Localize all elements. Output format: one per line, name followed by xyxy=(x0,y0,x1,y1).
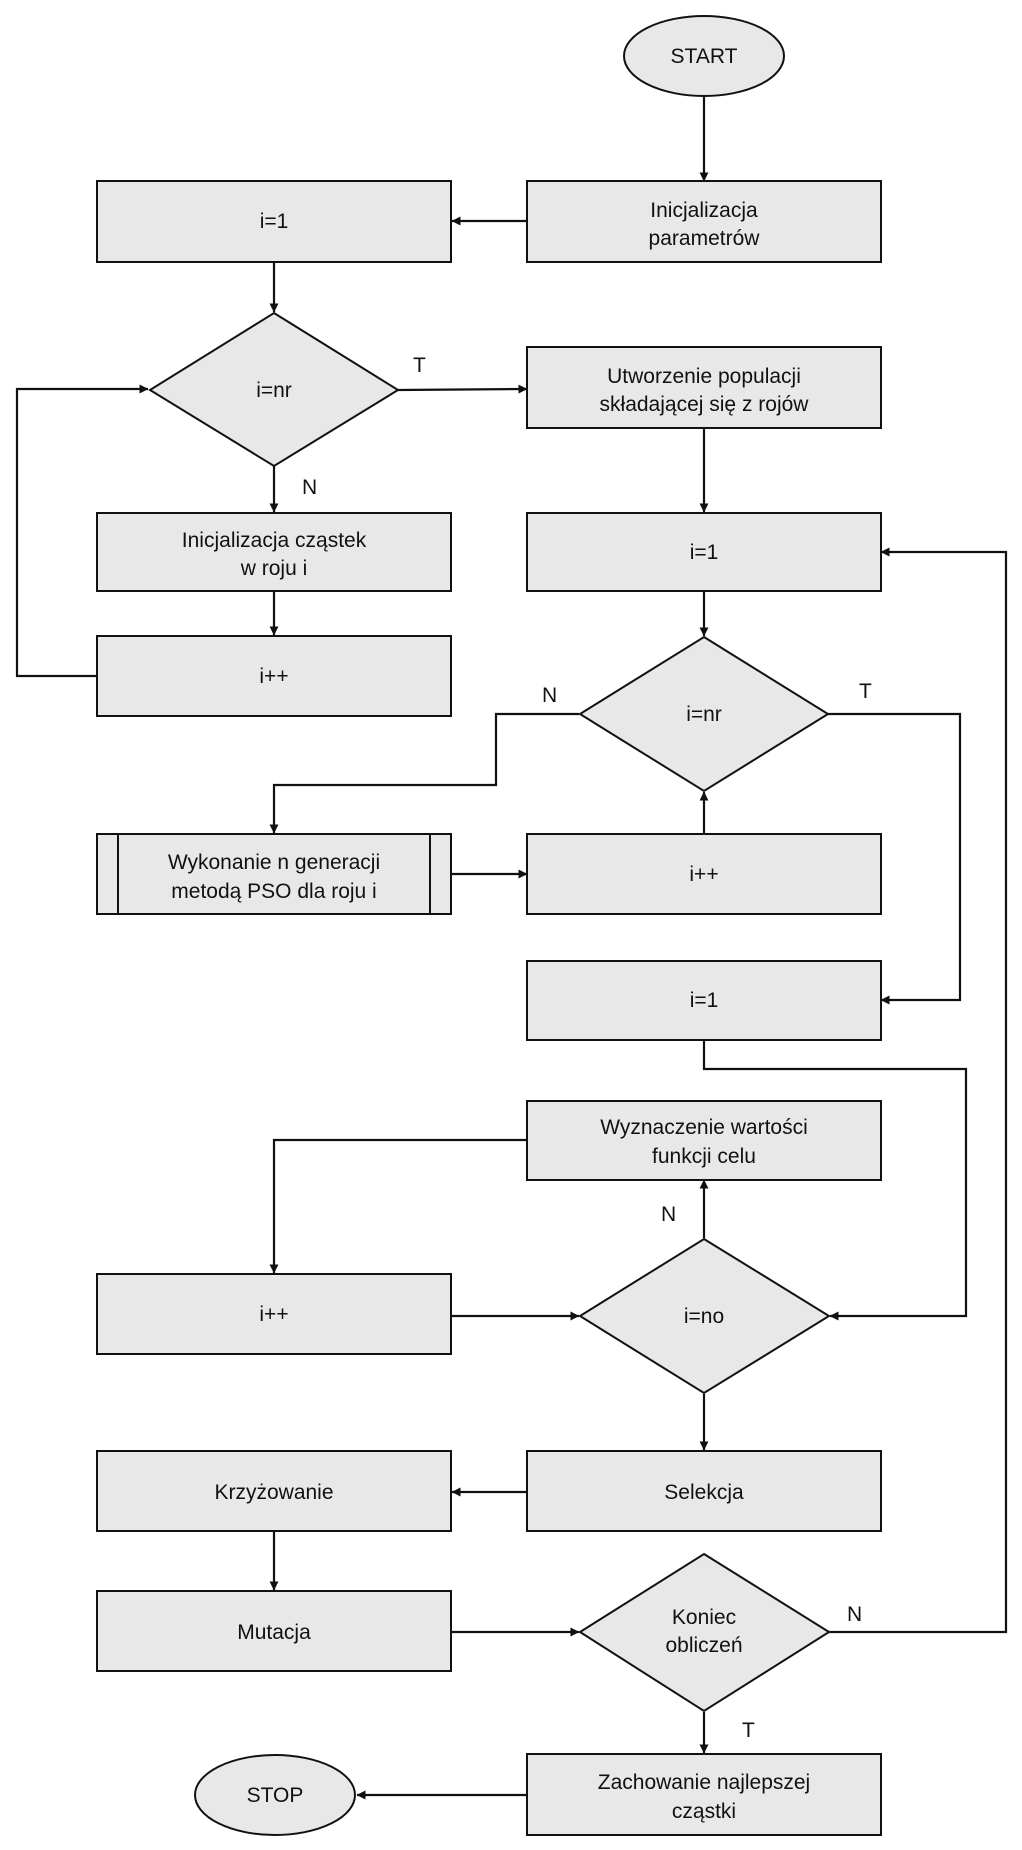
cond-no-diamond xyxy=(578,1237,831,1395)
edge-labels: T N N T N N T xyxy=(302,354,872,1742)
end-calc-label-line1: Koniec xyxy=(672,1606,736,1629)
incr-c-box xyxy=(96,1273,452,1355)
objective-label-line1: Wyznaczenie wartości xyxy=(600,1116,808,1139)
keep-best-label-line2: cząstki xyxy=(672,1800,736,1823)
init-particles-label-line1: Inicjalizacja cząstek xyxy=(182,529,367,552)
i1-c-box xyxy=(526,960,882,1041)
i1-b-box xyxy=(526,512,882,592)
pso-generations-label-line2: metodą PSO dla roju i xyxy=(171,880,376,903)
init-particles-box xyxy=(96,512,452,592)
edge-i1-c-to-cond-no xyxy=(702,1040,968,1321)
incr-a-label: i++ xyxy=(259,665,288,688)
keep-best-box xyxy=(526,1753,882,1836)
cond-no-label: i=no xyxy=(684,1305,724,1328)
edge-cond-nr-b-true xyxy=(828,712,962,1005)
edge-cond-nr-b-false xyxy=(269,712,579,834)
crossover-box xyxy=(96,1450,452,1532)
create-population-label-line1: Utworzenie populacji xyxy=(607,365,801,388)
cond-nr-b-label: i=nr xyxy=(686,703,722,726)
crossover-label: Krzyżowanie xyxy=(214,1481,333,1504)
incr-a-box xyxy=(96,635,452,717)
edge-label-nr-b-true: T xyxy=(859,680,872,703)
i1-c-label: i=1 xyxy=(690,989,719,1012)
selection-box xyxy=(526,1450,882,1532)
cond-nr-a-diamond xyxy=(148,311,400,468)
selection-label: Selekcja xyxy=(664,1481,744,1504)
objective-label-line2: funkcji celu xyxy=(652,1145,756,1168)
edge-incr-a-loop xyxy=(15,384,149,678)
objective-box xyxy=(526,1100,882,1181)
create-population-label-line2: składającej się z rojów xyxy=(600,393,810,416)
edge-end-calc-false xyxy=(828,547,1008,1634)
init-params-box xyxy=(526,180,882,263)
start-terminator xyxy=(623,15,785,97)
pso-generations-box xyxy=(96,833,452,915)
end-calc-label-line2: obliczeń xyxy=(665,1634,742,1657)
edge-label-end-false: N xyxy=(847,1603,862,1626)
create-population-box xyxy=(526,346,882,429)
i1-b-label: i=1 xyxy=(690,541,719,564)
init-particles-label-line2: w roju i xyxy=(240,557,308,580)
edge-cond-nr-a-true xyxy=(397,384,528,394)
end-calc-diamond xyxy=(578,1552,831,1713)
stop-terminator xyxy=(194,1754,356,1836)
i1-a-label: i=1 xyxy=(260,210,289,233)
incr-c-label: i++ xyxy=(259,1303,288,1326)
edge-label-nr-a-false: N xyxy=(302,476,317,499)
edge-label-nr-a-true: T xyxy=(413,354,426,377)
edge-objective-to-incr-c xyxy=(269,1138,527,1274)
node-labels: START Inicjalizacja parametrów i=1 i=nr … xyxy=(168,45,810,1823)
cond-nr-b-diamond xyxy=(578,635,830,793)
pso-generations-label-line1: Wykonanie n generacji xyxy=(168,851,380,874)
incr-b-label: i++ xyxy=(689,863,718,886)
mutation-box xyxy=(96,1590,452,1672)
edge-label-nr-b-false: N xyxy=(542,684,557,707)
mutation-label: Mutacja xyxy=(237,1621,311,1644)
init-params-label-line1: Inicjalizacja xyxy=(650,199,758,222)
init-params-label-line2: parametrów xyxy=(649,227,761,250)
cond-nr-a-label: i=nr xyxy=(256,379,292,402)
connectors xyxy=(15,96,1008,1800)
start-label: START xyxy=(671,45,738,68)
stop-label: STOP xyxy=(247,1784,304,1807)
shapes xyxy=(96,15,882,1836)
edge-label-end-true: T xyxy=(742,1719,755,1742)
keep-best-label-line1: Zachowanie najlepszej xyxy=(598,1771,810,1794)
i1-a-box xyxy=(96,180,452,263)
incr-b-box xyxy=(526,833,882,915)
edge-label-no-false: N xyxy=(661,1203,676,1226)
